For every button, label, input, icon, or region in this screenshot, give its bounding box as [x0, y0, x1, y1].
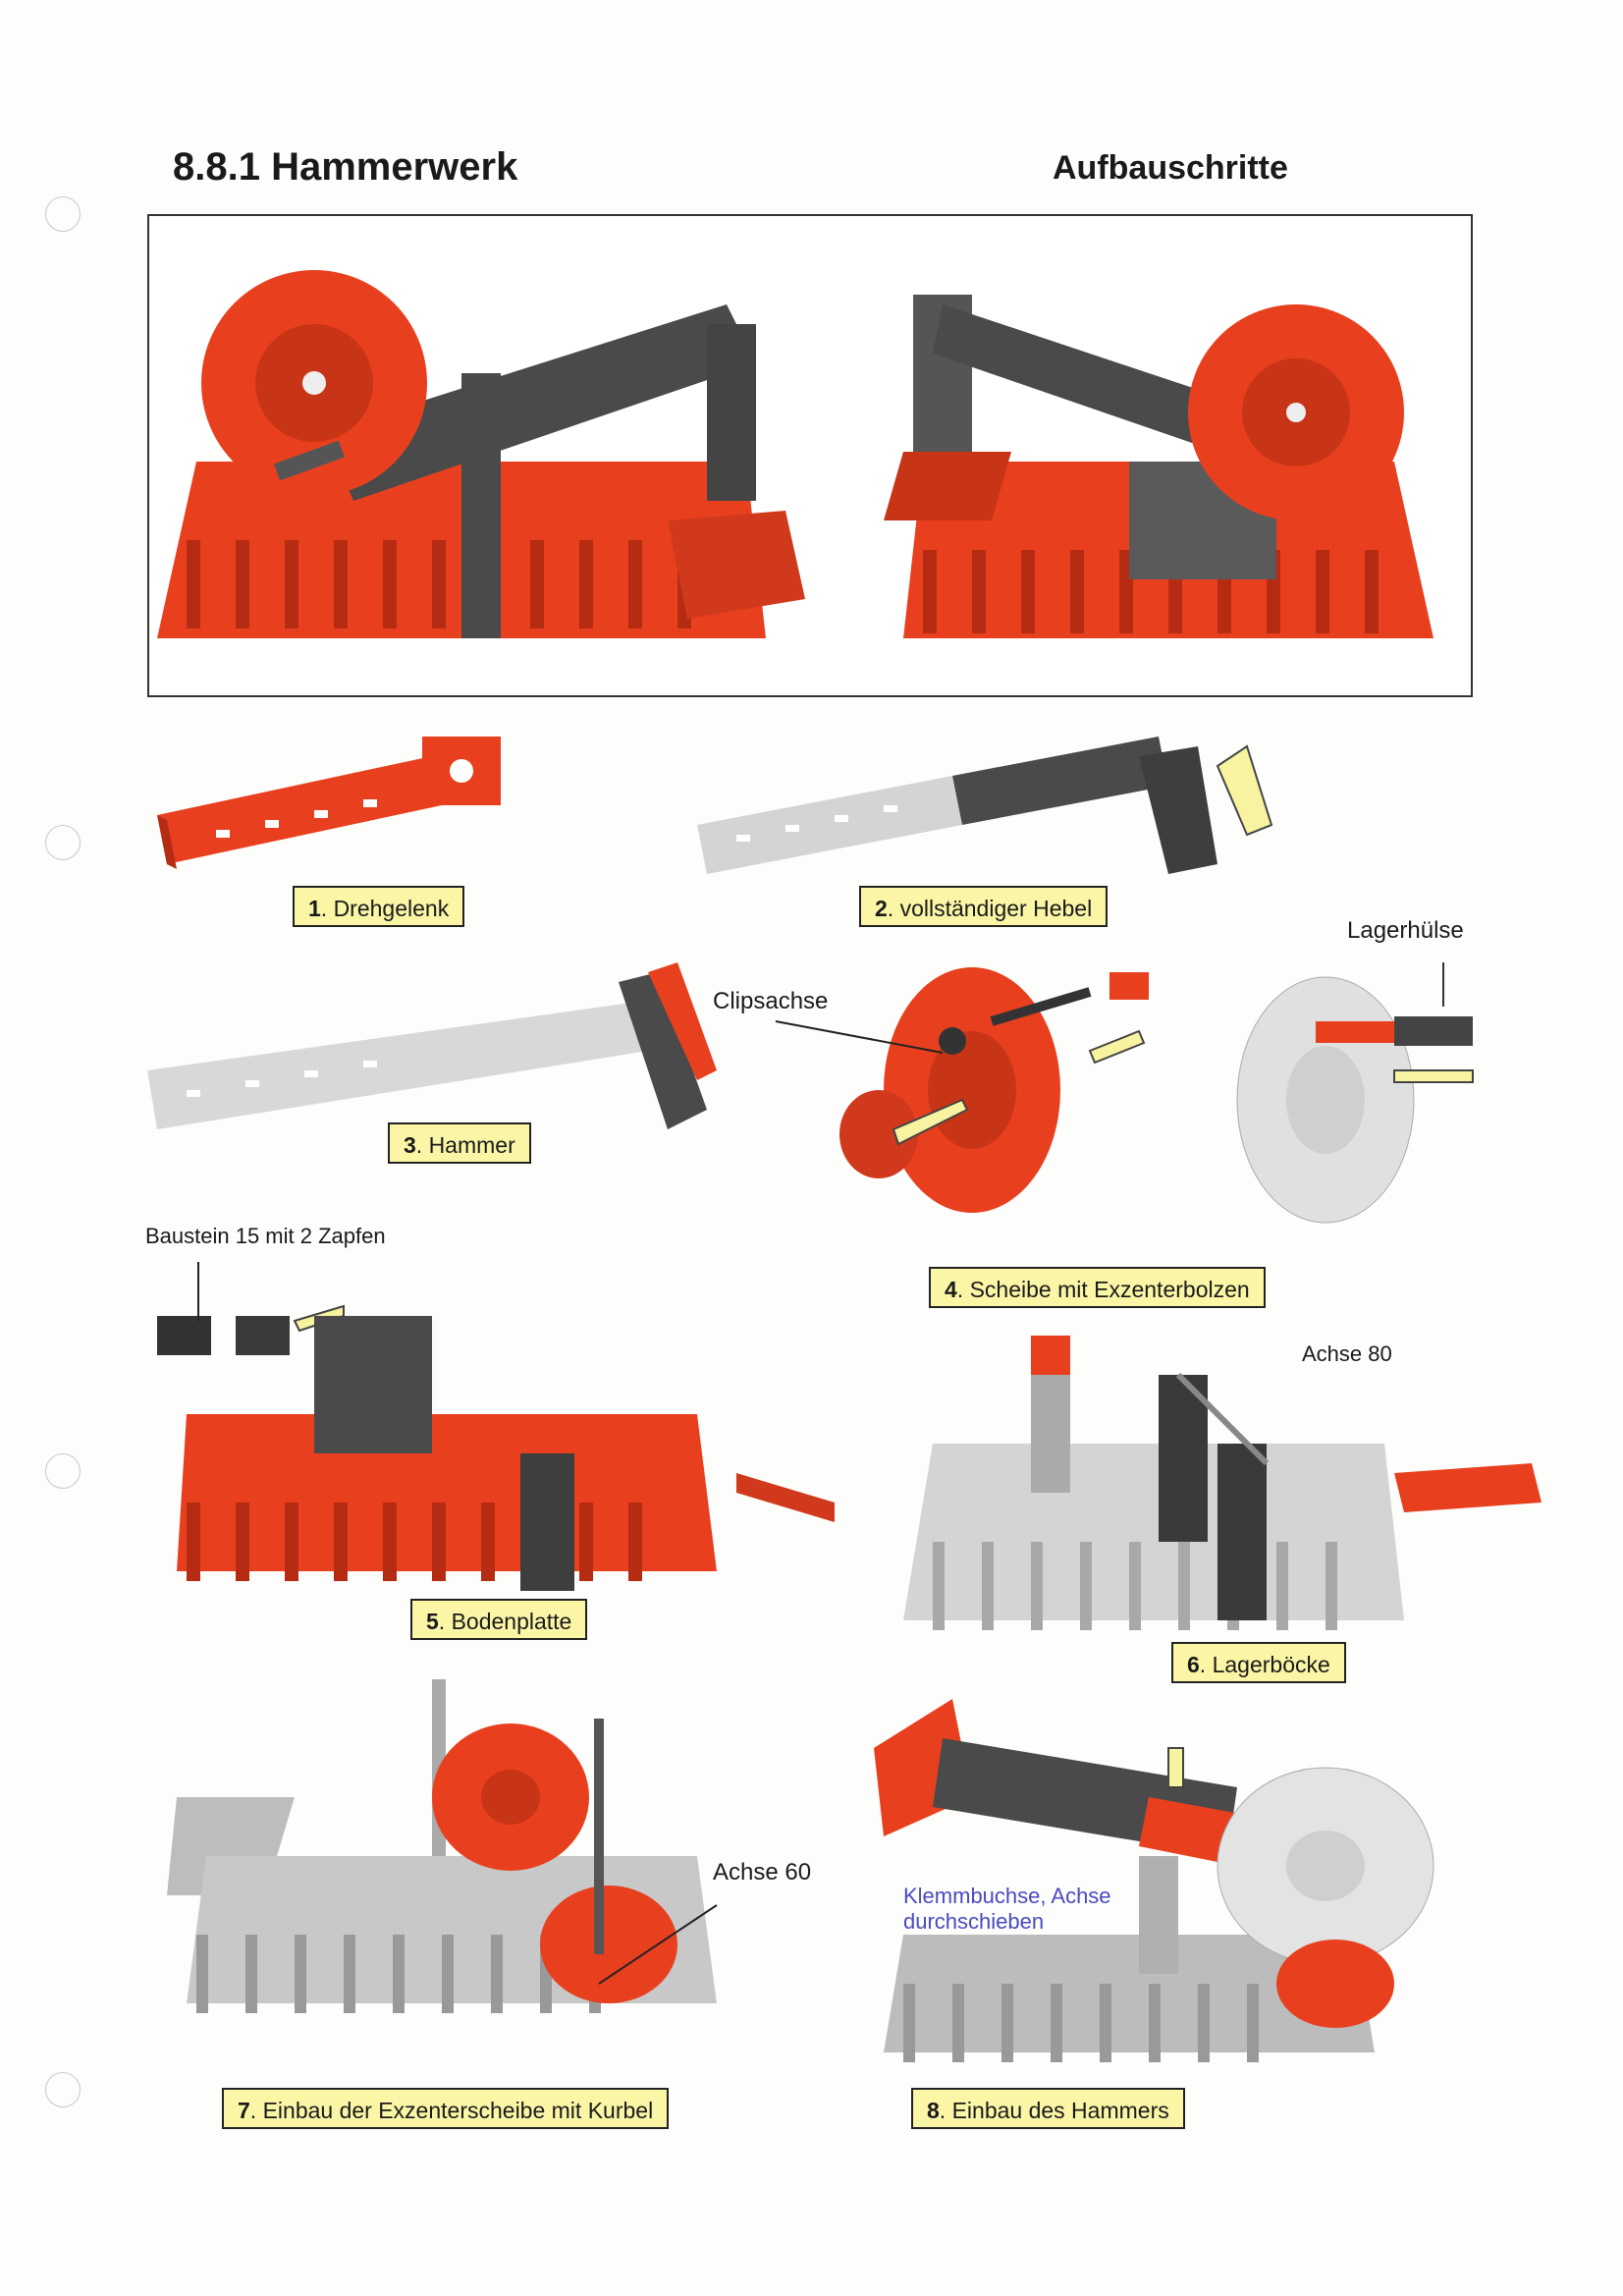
step-number: 8	[927, 2098, 940, 2123]
step-number: 6	[1187, 1652, 1200, 1677]
step-2-label: 2. vollständiger Hebel	[859, 886, 1109, 927]
step-text: . Einbau der Exzenterscheibe mit Kurbel	[249, 2098, 654, 2123]
step4-disc-red	[839, 967, 1149, 1213]
step-number: 2	[875, 896, 888, 921]
step-number: 1	[308, 896, 321, 921]
callout-achse60: Achse 60	[713, 1859, 812, 1886]
binder-hole	[45, 196, 81, 232]
callout-baustein: Baustein 15 mit 2 Zapfen	[145, 1224, 386, 1248]
callout-lagerhuelse: Lagerhülse	[1347, 917, 1464, 944]
step-text: . Bodenplatte	[438, 1609, 572, 1634]
step-text: . Scheibe mit Exzenterbolzen	[956, 1277, 1250, 1302]
overview-model-left	[157, 270, 805, 638]
step-5-label: 5. Bodenplatte	[410, 1599, 588, 1640]
callout-klemmbuchse-line1: Klemmbuchse, Achse	[903, 1884, 1111, 1908]
binder-hole	[45, 2072, 81, 2107]
step6-graphic	[903, 1336, 1542, 1630]
binder-hole	[45, 1453, 81, 1489]
step-number: 5	[426, 1609, 439, 1634]
callout-clipsachse: Clipsachse	[713, 988, 829, 1014]
step-number: 3	[404, 1132, 416, 1158]
callout-klemmbuchse-line2: durchschieben	[903, 1909, 1045, 1934]
step-4-label: 4. Scheibe mit Exzenterbolzen	[929, 1267, 1266, 1308]
page-subtitle: Aufbauschritte	[1053, 149, 1288, 187]
callout-klemmbuchse: Klemmbuchse, Achse durchschieben	[903, 1884, 1111, 1935]
step-number: 7	[238, 2098, 250, 2123]
clipsachse-leader-line	[775, 1020, 944, 1054]
step7-graphic	[167, 1679, 718, 2013]
step3-graphic	[147, 962, 717, 1129]
step5-graphic	[157, 1304, 835, 1591]
step4-disc-gray	[1236, 962, 1474, 1224]
overview-model-right	[884, 295, 1434, 638]
step1-graphic	[157, 737, 501, 869]
step8-graphic	[874, 1699, 1434, 2062]
step-text: . Hammer	[415, 1132, 515, 1158]
step-3-label: 3. Hammer	[388, 1122, 531, 1164]
step2-graphic	[697, 737, 1273, 874]
step-text: . Einbau des Hammers	[939, 2098, 1169, 2123]
binder-hole	[45, 825, 81, 860]
section-title: 8.8.1 Hammerwerk	[173, 145, 518, 189]
baustein-leader-arrow	[197, 1262, 199, 1321]
step-1-label: 1. Drehgelenk	[293, 886, 465, 927]
step-text: . Lagerböcke	[1199, 1652, 1330, 1677]
step-text: . vollständiger Hebel	[887, 896, 1093, 921]
callout-achse80: Achse 80	[1302, 1341, 1392, 1366]
step-8-label: 8. Einbau des Hammers	[911, 2088, 1185, 2129]
step-7-label: 7. Einbau der Exzenterscheibe mit Kurbel	[222, 2088, 670, 2129]
step-text: . Drehgelenk	[320, 896, 450, 921]
step-6-label: 6. Lagerböcke	[1171, 1642, 1346, 1683]
step-number: 4	[945, 1277, 957, 1302]
